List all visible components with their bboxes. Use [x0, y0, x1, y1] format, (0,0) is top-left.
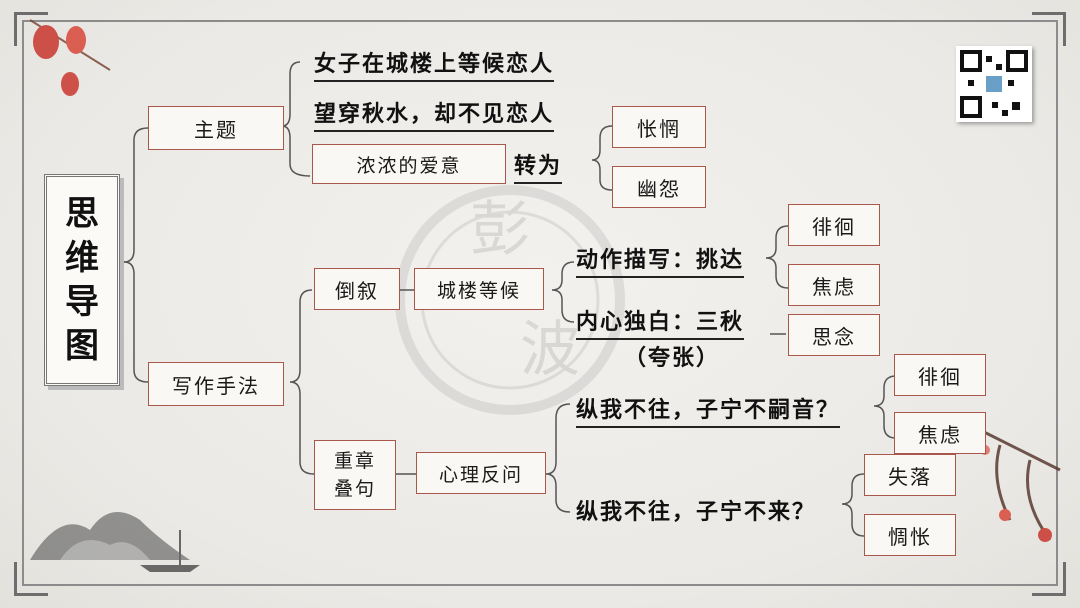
- theme-point-1: 女子在城楼上等候恋人: [314, 46, 555, 82]
- psych-node: 心理反问: [416, 452, 546, 494]
- action-text: 动作描写：挑达: [576, 242, 745, 278]
- love-node: 浓浓的爱意: [312, 144, 506, 184]
- flashback-node: 倒叙: [314, 268, 400, 310]
- emotion-node-1: 怅惘: [612, 106, 706, 148]
- question1-result-1: 徘徊: [894, 354, 986, 396]
- question-2: 纵我不往，子宁不来？: [576, 499, 817, 525]
- action-result-2: 焦虑: [788, 264, 880, 306]
- landscape-painting: [30, 512, 200, 572]
- svg-text:波: 波: [520, 315, 580, 385]
- lantern-icon: [29, 19, 111, 96]
- title-char-2: 维: [65, 238, 99, 278]
- question2-result-1: 失落: [864, 454, 956, 496]
- mind-map-title: 思 维 导 图: [44, 174, 120, 386]
- question1-result-2: 焦虑: [894, 412, 986, 454]
- qr-code-icon: [956, 46, 1032, 122]
- outer-frame: [22, 20, 1058, 586]
- question2-result-2: 惆怅: [864, 514, 956, 556]
- frame-corner-top-right: [1032, 12, 1066, 46]
- repetition-node: 重章叠句: [314, 440, 396, 510]
- title-char-3: 导: [65, 282, 99, 322]
- repetition-label: 重章叠句: [333, 450, 376, 500]
- frame-corner-top-left: [14, 12, 48, 46]
- frame-corner-bottom-left: [14, 562, 48, 596]
- waiting-node: 城楼等候: [414, 268, 544, 310]
- technique-node: 写作手法: [148, 362, 284, 406]
- emotion-node-2: 幽怨: [612, 166, 706, 208]
- seal-watermark: 彭 波: [395, 185, 625, 415]
- title-char-1: 思: [65, 194, 99, 234]
- theme-point-2: 望穿秋水，却不见恋人: [314, 96, 555, 132]
- question-1: 纵我不往，子宁不嗣音？: [576, 392, 841, 428]
- turn-text: 转为: [514, 148, 563, 184]
- monologue-text: 内心独白：三秋: [576, 304, 745, 340]
- connector-lines: [123, 61, 897, 537]
- monologue-note: （夸张）: [624, 345, 721, 371]
- monologue-result: 思念: [788, 314, 880, 356]
- theme-node: 主题: [148, 106, 284, 150]
- frame-corner-bottom-right: [1032, 562, 1066, 596]
- title-char-4: 图: [65, 326, 99, 366]
- action-result-1: 徘徊: [788, 204, 880, 246]
- svg-text:彭: 彭: [470, 195, 530, 265]
